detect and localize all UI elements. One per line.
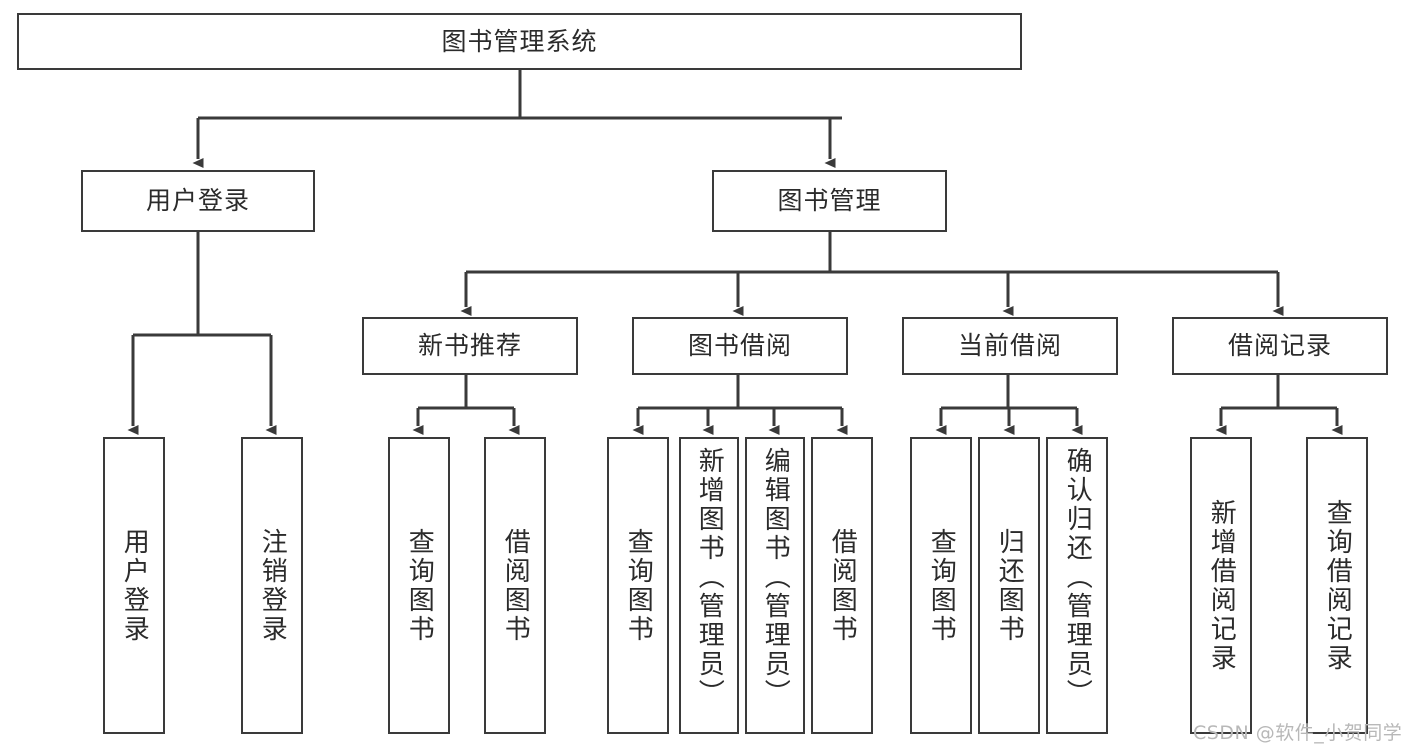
csdn-watermark: CSDN @软件_小贺同学 xyxy=(1193,722,1403,744)
leaf-query-book-recommend-label: 查询图书 xyxy=(404,527,435,644)
leaf-edit-book-admin-label: 编辑图书（管理员） xyxy=(760,447,791,708)
leaf-user-login-label: 用户登录 xyxy=(119,527,150,644)
leaf-confirm-return-admin-label: 确认归还（管理员） xyxy=(1062,447,1093,708)
node-current-borrow-label: 当前借阅 xyxy=(957,331,1062,361)
node-book-borrow[interactable]: 图书借阅 xyxy=(632,317,848,375)
node-borrow-record[interactable]: 借阅记录 xyxy=(1172,317,1388,375)
leaf-return-book-label: 归还图书 xyxy=(994,527,1025,644)
leaf-query-borrow-record-label: 查询借阅记录 xyxy=(1322,498,1353,673)
leaf-borrow-book-borrow[interactable]: 借阅图书 xyxy=(811,437,873,734)
leaf-logout-login[interactable]: 注销登录 xyxy=(241,437,303,734)
leaf-query-book-current-label: 查询图书 xyxy=(926,527,957,644)
node-book-borrow-label: 图书借阅 xyxy=(687,331,792,361)
node-root-system-label: 图书管理系统 xyxy=(441,26,598,56)
leaf-query-book-borrow-label: 查询图书 xyxy=(623,527,654,644)
leaf-add-borrow-record[interactable]: 新增借阅记录 xyxy=(1190,437,1252,734)
node-root-system[interactable]: 图书管理系统 xyxy=(17,13,1022,70)
leaf-borrow-book-recommend-label: 借阅图书 xyxy=(500,527,531,644)
leaf-query-book-recommend[interactable]: 查询图书 xyxy=(388,437,450,734)
node-user-login[interactable]: 用户登录 xyxy=(81,170,315,232)
leaf-query-book-borrow[interactable]: 查询图书 xyxy=(607,437,669,734)
leaf-confirm-return-admin[interactable]: 确认归还（管理员） xyxy=(1046,437,1108,734)
leaf-add-book-admin-label: 新增图书（管理员） xyxy=(694,447,725,708)
leaf-edit-book-admin[interactable]: 编辑图书（管理员） xyxy=(745,437,805,734)
node-book-management[interactable]: 图书管理 xyxy=(712,170,947,232)
node-borrow-record-label: 借阅记录 xyxy=(1227,331,1332,361)
leaf-logout-login-label: 注销登录 xyxy=(257,527,288,644)
leaf-add-borrow-record-label: 新增借阅记录 xyxy=(1206,498,1237,673)
leaf-query-book-current[interactable]: 查询图书 xyxy=(910,437,972,734)
node-new-book-recommend[interactable]: 新书推荐 xyxy=(362,317,578,375)
node-new-book-recommend-label: 新书推荐 xyxy=(417,331,522,361)
leaf-return-book[interactable]: 归还图书 xyxy=(978,437,1040,734)
node-user-login-label: 用户登录 xyxy=(145,186,250,216)
leaf-borrow-book-borrow-label: 借阅图书 xyxy=(827,527,858,644)
leaf-user-login[interactable]: 用户登录 xyxy=(103,437,165,734)
leaf-add-book-admin[interactable]: 新增图书（管理员） xyxy=(679,437,739,734)
node-book-management-label: 图书管理 xyxy=(777,186,882,216)
leaf-borrow-book-recommend[interactable]: 借阅图书 xyxy=(484,437,546,734)
leaf-query-borrow-record[interactable]: 查询借阅记录 xyxy=(1306,437,1368,734)
node-current-borrow[interactable]: 当前借阅 xyxy=(902,317,1118,375)
